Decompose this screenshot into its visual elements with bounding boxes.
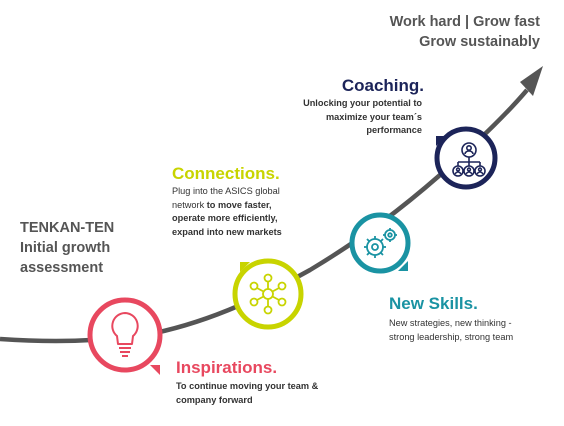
header: Work hard | Grow fast Grow sustainably	[390, 12, 540, 52]
coaching-desc: Unlocking your potential to maximize you…	[303, 97, 422, 138]
intro-line3: assessment	[20, 260, 104, 276]
intro-line1: TENKAN-TEN	[20, 220, 115, 236]
new-skills-desc-line1: New strategies, new thinking -	[389, 318, 512, 328]
coaching-desc-line2: maximize your team´s	[326, 111, 422, 122]
inspirations-node	[87, 297, 163, 375]
lightbulb-icon	[111, 312, 139, 357]
network-icon	[249, 273, 287, 315]
connections-desc-line1: Plug into the ASICS global	[172, 186, 280, 196]
connections-desc-line3: operate more efficiently,	[172, 213, 278, 223]
coaching-title: Coaching.	[341, 76, 424, 95]
new-skills-title: New Skills.	[389, 294, 478, 313]
connections-desc: Plug into the ASICS global network to mo…	[172, 185, 282, 239]
header-line1: Work hard | Grow fast	[389, 14, 540, 30]
growth-arrowhead	[520, 66, 543, 96]
new-skills-desc-line2: strong leadership, strong team	[389, 331, 514, 342]
intro-block: TENKAN-TEN Initial growth assessment	[20, 218, 114, 278]
inspirations-desc-line1: To continue moving your team &	[176, 381, 319, 391]
inspirations-title: Inspirations.	[176, 358, 278, 377]
new-skills-node	[349, 212, 411, 274]
connections-desc-line2a: network	[172, 199, 207, 210]
connections-desc-line2: network to move faster,	[172, 199, 282, 213]
team-icon	[452, 142, 486, 177]
coaching-block: Coaching.	[300, 76, 424, 96]
coaching-node	[434, 126, 498, 190]
new-skills-desc: New strategies, new thinking - strong le…	[389, 317, 513, 344]
connections-node	[232, 258, 304, 330]
coaching-desc-line3: performance	[366, 125, 422, 135]
connections-desc-line2b: to move faster,	[206, 199, 272, 210]
intro-line2: Initial growth	[20, 240, 111, 256]
connections-title: Connections.	[172, 164, 280, 183]
inspirations-desc: To continue moving your team & company f…	[176, 380, 318, 407]
connections-desc-line4: expand into new markets	[172, 226, 282, 237]
header-line2: Grow sustainably	[419, 34, 540, 50]
inspirations-desc-line2: company forward	[176, 394, 253, 405]
gears-icon	[364, 228, 397, 258]
coaching-desc-line1: Unlocking your potential to	[303, 98, 422, 108]
